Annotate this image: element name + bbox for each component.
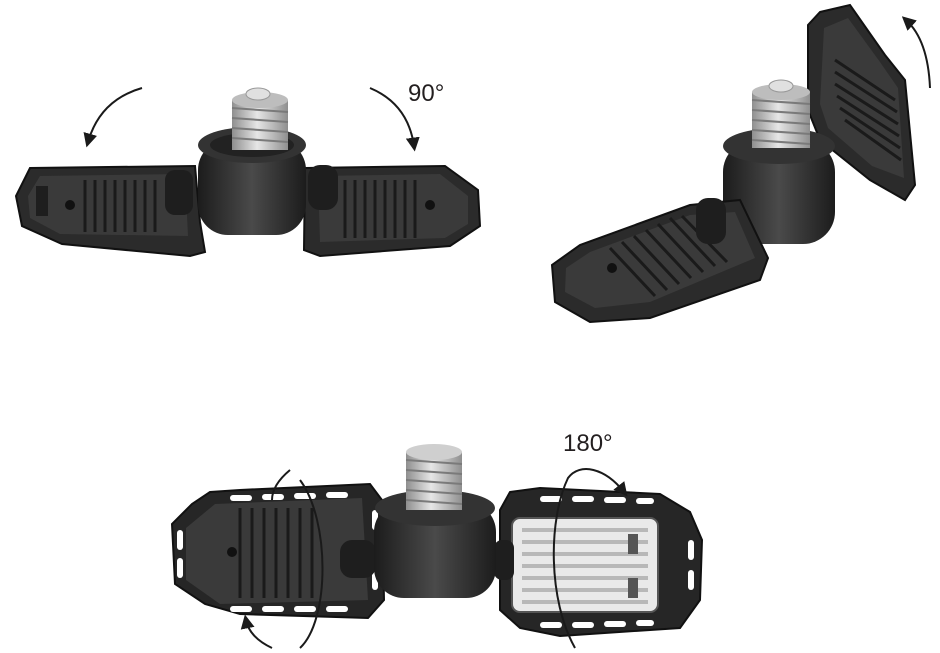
left-hinge-3 bbox=[340, 540, 376, 578]
rotate-right-arrow bbox=[369, 87, 420, 152]
right-hinge bbox=[308, 165, 338, 210]
rotate-left-arrow bbox=[83, 87, 143, 148]
screw-base bbox=[231, 87, 289, 150]
lamp-rotated-180 bbox=[170, 444, 704, 649]
hinge-2 bbox=[696, 198, 726, 244]
left-rotation-top bbox=[271, 469, 291, 501]
left-panel bbox=[14, 164, 207, 258]
right-hinge-3 bbox=[494, 540, 514, 580]
left-rotation-loop bbox=[299, 479, 324, 649]
screw-base-2 bbox=[751, 79, 811, 148]
lamp-partially-folded bbox=[550, 3, 931, 324]
angle-label-90: 90° bbox=[408, 80, 445, 107]
right-panel bbox=[302, 164, 482, 258]
left-hinge bbox=[165, 170, 193, 215]
angle-label-180: 180° bbox=[563, 430, 613, 457]
screw-base-3 bbox=[405, 444, 463, 510]
raised-panel bbox=[807, 3, 917, 202]
raise-arrow bbox=[901, 16, 931, 89]
right-rotation-arrow bbox=[552, 468, 628, 649]
lower-panel bbox=[550, 198, 770, 324]
lamp-unfolded-90 bbox=[14, 87, 482, 258]
left-rotation-arrow bbox=[240, 614, 273, 649]
right-panel-led bbox=[499, 486, 704, 638]
